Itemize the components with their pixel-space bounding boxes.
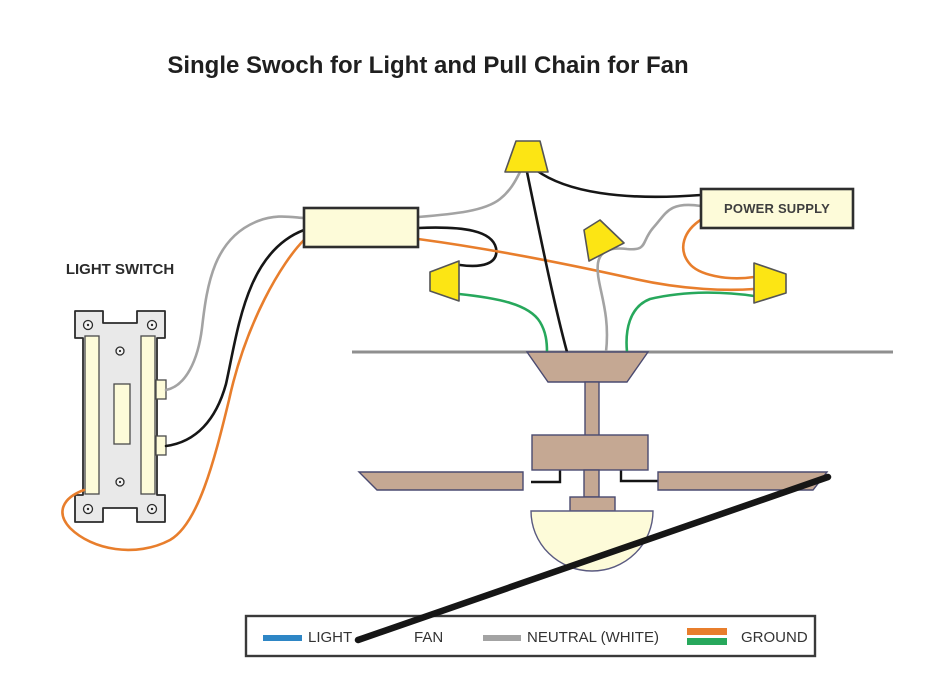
neutral-wire-switch-to-junction	[164, 215, 306, 392]
fan-motor-housing	[531, 434, 649, 471]
fan-switch-housing	[569, 496, 616, 512]
ground-wire-switch-loop	[61, 238, 306, 552]
fan-blade-left	[357, 471, 524, 491]
wire-nut-middle	[583, 219, 625, 262]
hot-wire-junction-to-left-nut	[416, 226, 498, 268]
legend-label-fan: FAN	[414, 629, 444, 646]
fan-downrod	[584, 381, 600, 439]
wire-nut-top	[504, 140, 549, 173]
switch-toggle	[113, 383, 131, 445]
fan-blade-right	[657, 471, 829, 491]
power-supply-label: POWER SUPPLY	[724, 201, 830, 216]
wires	[61, 168, 756, 552]
ground-wire-power-supply-to-right-nut	[681, 217, 756, 280]
diagram-title: Single Swoch for Light and Pull Chain fo…	[167, 52, 689, 79]
hot-wire-top-nut-to-power-supply	[534, 168, 703, 199]
ground-wire-junction-to-right-nut	[416, 237, 756, 292]
legend-swatch-ground-green	[687, 638, 727, 645]
light-switch-label: LIGHT SWITCH	[65, 261, 175, 278]
legend-swatch-neutral	[483, 635, 521, 641]
hot-wire-switch-to-junction	[164, 228, 306, 448]
neutral-wire-junction-to-top-nut	[416, 170, 522, 219]
switch-terminal-bottom	[155, 435, 167, 456]
switch-screw-holes	[82, 319, 158, 515]
ground-wire-left-nut-to-canopy	[457, 292, 549, 354]
fan-blade-bracket-right	[619, 470, 658, 483]
legend-label-neutral: NEUTRAL (WHITE)	[527, 629, 659, 646]
wire-nuts	[429, 140, 787, 304]
switch-strip-right	[140, 335, 156, 495]
pull-chain-line	[354, 473, 832, 644]
legend-label-light: LIGHT	[308, 629, 353, 646]
ceiling-fan	[357, 351, 829, 572]
legend-swatch-ground-orange	[687, 628, 727, 635]
legend-label-ground: GROUND	[741, 629, 808, 646]
wire-nut-left	[429, 260, 460, 302]
fan-canopy	[525, 351, 650, 383]
fan-light-dome	[530, 510, 654, 572]
wire-nut-right	[753, 262, 787, 304]
fan-blade-bracket-left	[531, 470, 562, 484]
junction-box	[302, 206, 420, 249]
legend-swatch-light	[263, 635, 302, 641]
switch-terminal-top	[155, 379, 167, 400]
fan-wire-top-nut-to-canopy	[525, 170, 569, 354]
neutral-wire-power-supply-to-canopy	[596, 203, 703, 354]
legend-box	[244, 614, 817, 658]
ground-wire-canopy-to-right-nut	[625, 291, 756, 354]
legend	[244, 614, 817, 658]
switch-strip-left	[84, 335, 100, 495]
light-switch	[74, 310, 167, 523]
fan-switch-stem	[583, 469, 600, 498]
power-supply-box	[699, 187, 855, 230]
